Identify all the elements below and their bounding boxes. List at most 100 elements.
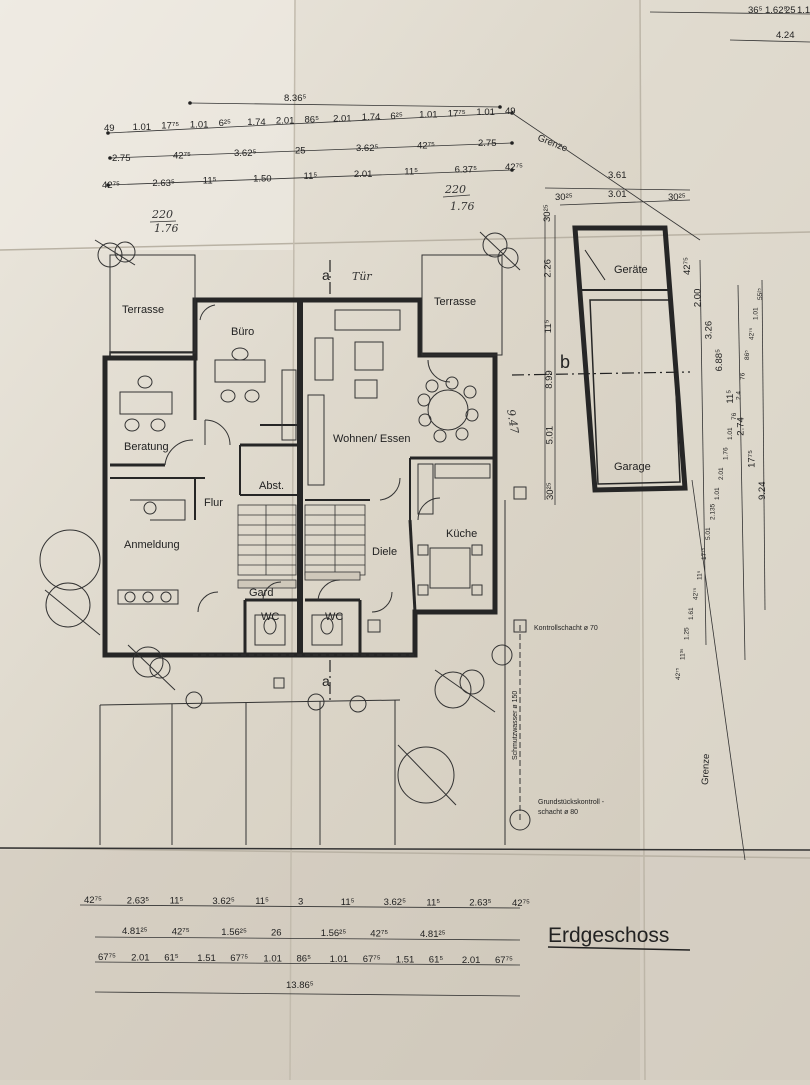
dimension-label: 11⁵ — [203, 176, 217, 187]
room-flur: Flur — [204, 497, 223, 509]
dim-garage-a: 3.61 — [608, 170, 627, 181]
dimension-label: 1.01 — [419, 110, 438, 121]
dimension-label: 1.25 — [684, 627, 691, 640]
parking-area — [0, 486, 810, 851]
room-buero: Büro — [231, 326, 254, 338]
dimension-label: 3.62⁵ — [212, 896, 234, 907]
dimension-label: 2.63⁵ — [152, 178, 174, 189]
dimension-label: 42⁷⁵ — [172, 927, 190, 938]
far-right-dimensions: 55²⁵1.0142⁷⁵86⁵762.4761.011.762.011.012.… — [675, 288, 764, 680]
dimension-label: 1.01 — [727, 427, 734, 440]
dimension-label: 6²⁵ — [219, 118, 231, 129]
dimension-label: 2.01 — [131, 952, 150, 963]
dimension-label: 3.26 — [703, 321, 714, 340]
house-walls — [102, 297, 498, 658]
dimension-label: 6.88⁵ — [714, 349, 725, 371]
dimension-label: 2.4 — [735, 391, 742, 400]
dimension-label: 11⁵ — [341, 897, 355, 908]
dimension-label: 11⁵ — [725, 390, 736, 404]
dim-corner-a: 36⁵ — [748, 5, 763, 16]
dimension-label: 11⁵ — [170, 896, 184, 907]
dimension-label: 42⁷⁵ — [84, 895, 102, 906]
dimension-label: 67⁷⁵ — [230, 953, 248, 964]
dimension-label: 1.56²⁵ — [321, 928, 347, 939]
dimension-label: 67⁷⁵ — [363, 954, 381, 965]
dimension-label: 17⁷⁵ — [161, 121, 179, 132]
room-wc-right: WC — [325, 611, 343, 623]
label-tuer: Tür — [352, 270, 372, 283]
room-terrasse-right: Terrasse — [434, 296, 476, 308]
label-schmutzwasser: Schmutzwasser ø 150 — [512, 691, 519, 760]
dimension-label: 8.99 — [544, 370, 555, 389]
dimension-label: 42⁷⁵ — [692, 587, 699, 600]
dimension-label: 42⁷⁵ — [370, 929, 388, 940]
dimension-label: 2.00 — [693, 289, 704, 308]
dimension-label: 1.74 — [247, 117, 266, 128]
dimension-label: 4.81²⁵ — [122, 926, 148, 937]
section-a-bottom: a — [322, 673, 330, 689]
dim-bottom-overall: 13.86⁵ — [286, 980, 314, 991]
paper-panel-right — [640, 0, 810, 1080]
dimension-label: 2.75 — [478, 138, 497, 149]
dimension-label: 4.81²⁵ — [420, 929, 446, 940]
room-wc-left: WC — [261, 611, 279, 623]
dimension-label: 42⁷⁵ — [748, 327, 755, 340]
drawing-title: Erdgeschoss — [548, 924, 669, 947]
dim-top-overall: 8.36⁵ — [284, 93, 306, 104]
dimension-label: 1.01 — [263, 953, 282, 964]
room-gard: Gard — [249, 587, 273, 599]
handwritten-note-1b: 1.76 — [450, 200, 475, 213]
drawing-title-underline — [547, 946, 691, 951]
dimension-label: 3.62⁵ — [356, 143, 378, 154]
label-kontrollschacht: Kontrollschacht ø 70 — [534, 625, 598, 632]
dimension-label: 2.01 — [276, 116, 295, 127]
dimension-label: 1.51 — [396, 954, 415, 965]
room-diele: Diele — [372, 546, 397, 558]
dimension-label: 30²⁵ — [545, 482, 556, 500]
label-grundstueck-1: Grundstückskontroll - — [538, 799, 605, 806]
dimension-label: 11⁵ — [426, 897, 440, 908]
dimension-label: 6²⁵ — [390, 111, 402, 122]
dimension-label: 11³⁵ — [679, 648, 686, 660]
dimension-label: 76 — [731, 412, 738, 420]
dimension-label: 3.62⁵ — [384, 897, 406, 908]
dimension-label: 1.61 — [688, 607, 695, 620]
fold-line — [0, 231, 810, 251]
dimension-label: 42⁷⁵ — [505, 162, 523, 173]
room-terrasse-left: Terrasse — [122, 304, 164, 316]
dim-corner-b: 1.62⁵ — [765, 5, 787, 16]
dimension-label: 1.01 — [753, 307, 760, 320]
fold-line — [289, 0, 296, 1081]
dimension-label: 11⁵ — [404, 167, 418, 178]
dimension-label: 5.01 — [544, 426, 555, 445]
dimension-label: 86⁵ — [297, 954, 312, 965]
dimension-label: 1.01 — [330, 954, 349, 965]
dimension-label: 2.63⁵ — [469, 898, 491, 909]
dimension-label: 2.01 — [718, 467, 725, 480]
handwritten-fraction-line — [442, 194, 471, 198]
dimension-label: 17⁷⁵ — [448, 108, 466, 119]
staircases — [237, 504, 366, 589]
dimension-label: 3 — [298, 897, 303, 908]
furniture — [117, 304, 491, 646]
dimension-label: 11⁵ — [255, 896, 269, 907]
vertical-dimension-lines — [544, 215, 766, 861]
room-beratung: Beratung — [124, 441, 169, 453]
garage-building — [572, 225, 688, 493]
dimension-label: 61⁵ — [164, 953, 179, 964]
dimension-label: 1.51 — [197, 953, 216, 964]
dimension-label: 1.01 — [714, 487, 721, 500]
room-kueche: Küche — [446, 528, 477, 540]
dimension-label: 25 — [295, 146, 306, 157]
dimension-label: 3.62⁵ — [234, 148, 256, 159]
dimension-label: 5.01 — [705, 527, 712, 540]
landscape-trees — [39, 231, 521, 806]
